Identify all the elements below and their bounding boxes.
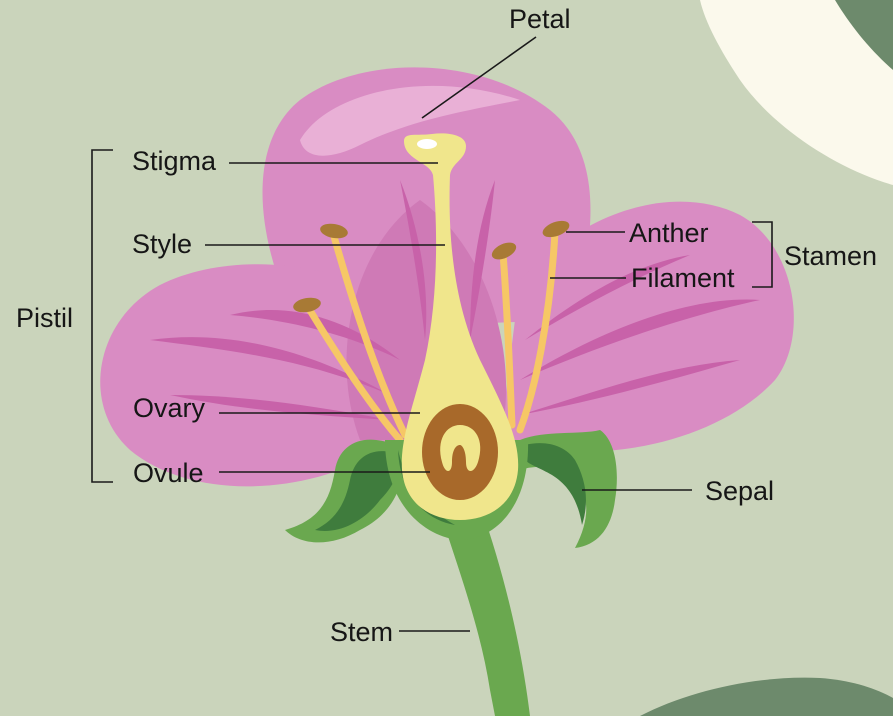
label-stamen: Stamen	[784, 241, 877, 271]
stigma-highlight	[417, 139, 437, 149]
label-style: Style	[132, 229, 192, 259]
label-stem: Stem	[330, 617, 393, 647]
label-anther: Anther	[629, 218, 709, 248]
label-ovule: Ovule	[133, 458, 204, 488]
label-sepal: Sepal	[705, 476, 774, 506]
pistil-bracket	[92, 150, 113, 482]
label-petal: Petal	[509, 4, 571, 34]
label-stigma: Stigma	[132, 146, 217, 176]
label-pistil: Pistil	[16, 303, 73, 333]
label-ovary: Ovary	[133, 393, 206, 423]
corner-bottom-shape	[640, 678, 893, 716]
label-filament: Filament	[631, 263, 735, 293]
ovary-shape	[422, 404, 498, 500]
